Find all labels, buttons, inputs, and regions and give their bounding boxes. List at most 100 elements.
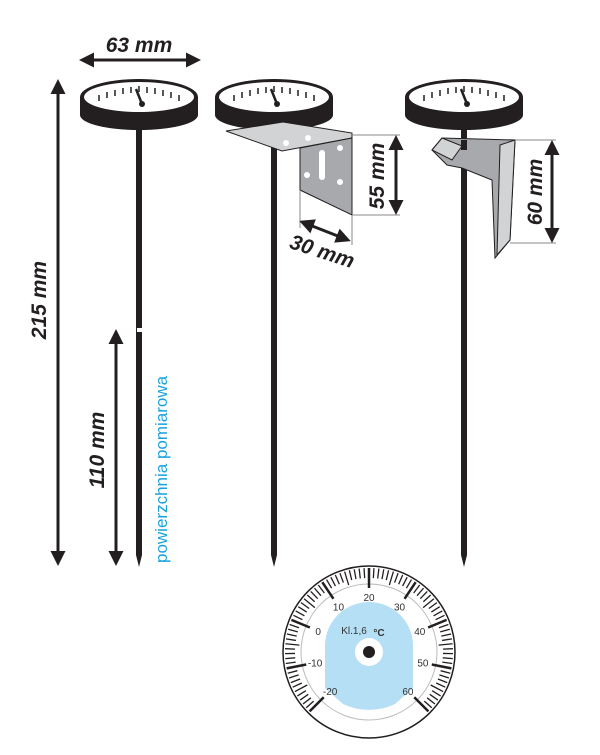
dial-tick (313, 587, 322, 597)
dial-tick (435, 682, 446, 688)
dial-tick (416, 587, 425, 597)
dial-tick (426, 697, 436, 705)
accuracy-class-label: Kl.1,6 (341, 626, 367, 637)
dial-tick (285, 661, 296, 665)
dial-tick (305, 700, 315, 709)
dial-tick (348, 570, 353, 581)
dial-tick (438, 623, 449, 629)
dial-tick (321, 581, 335, 600)
dial-tick (339, 572, 344, 583)
dial-tick (423, 700, 433, 709)
dial-tick (308, 696, 325, 713)
dial-tick (402, 576, 408, 587)
dial-tick (288, 674, 299, 679)
dial-tick (440, 670, 451, 674)
dial-tick (422, 598, 435, 609)
dial-scale-label: 10 (333, 602, 345, 613)
dial-tick (394, 572, 399, 583)
dial-tick (422, 594, 432, 603)
dial-tick (325, 579, 333, 589)
dial-tick (334, 574, 340, 585)
dial-tick (403, 581, 417, 600)
dial-tick (297, 690, 307, 697)
dial-tick (385, 570, 390, 581)
dial-scale-label: -10 (308, 659, 323, 670)
dial-tick (330, 576, 336, 587)
dial-scale-label: 30 (394, 602, 406, 613)
dial-tick (419, 590, 428, 600)
dial-tick (294, 684, 308, 693)
dial-face: -20 -10 0 10 20 30 40 50 60 Kl.1,6 °C (282, 565, 456, 739)
dial-tick (289, 623, 300, 629)
dial-scale-label: 40 (414, 627, 426, 638)
dial-tick (286, 663, 307, 670)
dial-scale-label: 50 (417, 659, 429, 670)
dial-tick (435, 614, 445, 621)
dial-tick (442, 661, 453, 665)
dial-tick (303, 598, 316, 609)
dial-tick (299, 693, 309, 701)
dial-tick (285, 643, 300, 646)
dial-tick (431, 663, 452, 670)
dial-tick (353, 569, 357, 580)
dial-scale-label: 0 (315, 627, 321, 638)
dial-tick (285, 638, 297, 642)
bracket-width-label: 30 mm (287, 231, 357, 273)
dial-tick (430, 606, 441, 613)
dial-scale-label: 60 (402, 687, 414, 698)
measuring-length-label: 110 mm (86, 412, 109, 489)
dial-tick (438, 643, 453, 646)
dial-tick (377, 568, 380, 579)
dial-tick (287, 628, 298, 633)
dial-tick (441, 638, 453, 642)
hook-height-label: 60 mm (524, 159, 547, 226)
dial-tick (297, 606, 308, 613)
dial-tick (372, 568, 375, 579)
hook-bracket (431, 137, 516, 260)
dial-tick (343, 571, 350, 586)
dial-tick (405, 579, 413, 589)
bracket-height-label: 55 mm (366, 143, 389, 210)
dial-tick (381, 569, 385, 580)
thermometer-plain (78, 77, 200, 569)
dial-tick (300, 602, 310, 610)
dial-scale-label: 20 (363, 593, 375, 604)
dial-tick (292, 682, 303, 688)
l-bracket (225, 121, 353, 216)
dial-tick (428, 602, 438, 610)
dial-tick (398, 574, 404, 585)
dial-tick (306, 594, 316, 603)
dial-tick (358, 568, 361, 579)
dial-diameter-label: 63 mm (106, 34, 173, 57)
dial-tick (442, 657, 453, 660)
unit-label: °C (373, 628, 384, 639)
dial-pivot (363, 646, 375, 658)
dial-tick (310, 590, 319, 600)
dial-tick (388, 571, 395, 586)
total-length-label: 215 mm (28, 261, 51, 340)
dial-tick (317, 584, 325, 594)
dial-tick (431, 690, 441, 697)
dial-tick (295, 610, 305, 617)
dial-tick (441, 633, 452, 637)
dial-tick (286, 633, 297, 637)
dial-tick (413, 696, 430, 713)
dial-tick (427, 618, 448, 629)
dial-tick (440, 628, 451, 633)
dial-tick (429, 693, 439, 701)
dial-tick (285, 657, 296, 660)
dial-tick (290, 678, 301, 684)
dial-tick (430, 684, 444, 693)
dial-tick (363, 568, 366, 579)
dial-tick (290, 618, 311, 629)
dial-tick (437, 678, 448, 684)
dial-tick (302, 697, 312, 705)
dial-tick (413, 584, 421, 594)
dial-tick (433, 610, 443, 617)
dial-tick (293, 614, 303, 621)
measuring-surface-label: powierzchnia pomiarowa (152, 375, 171, 563)
bracket-width-arrow (299, 219, 351, 243)
dial-scale-label: -20 (323, 687, 338, 698)
